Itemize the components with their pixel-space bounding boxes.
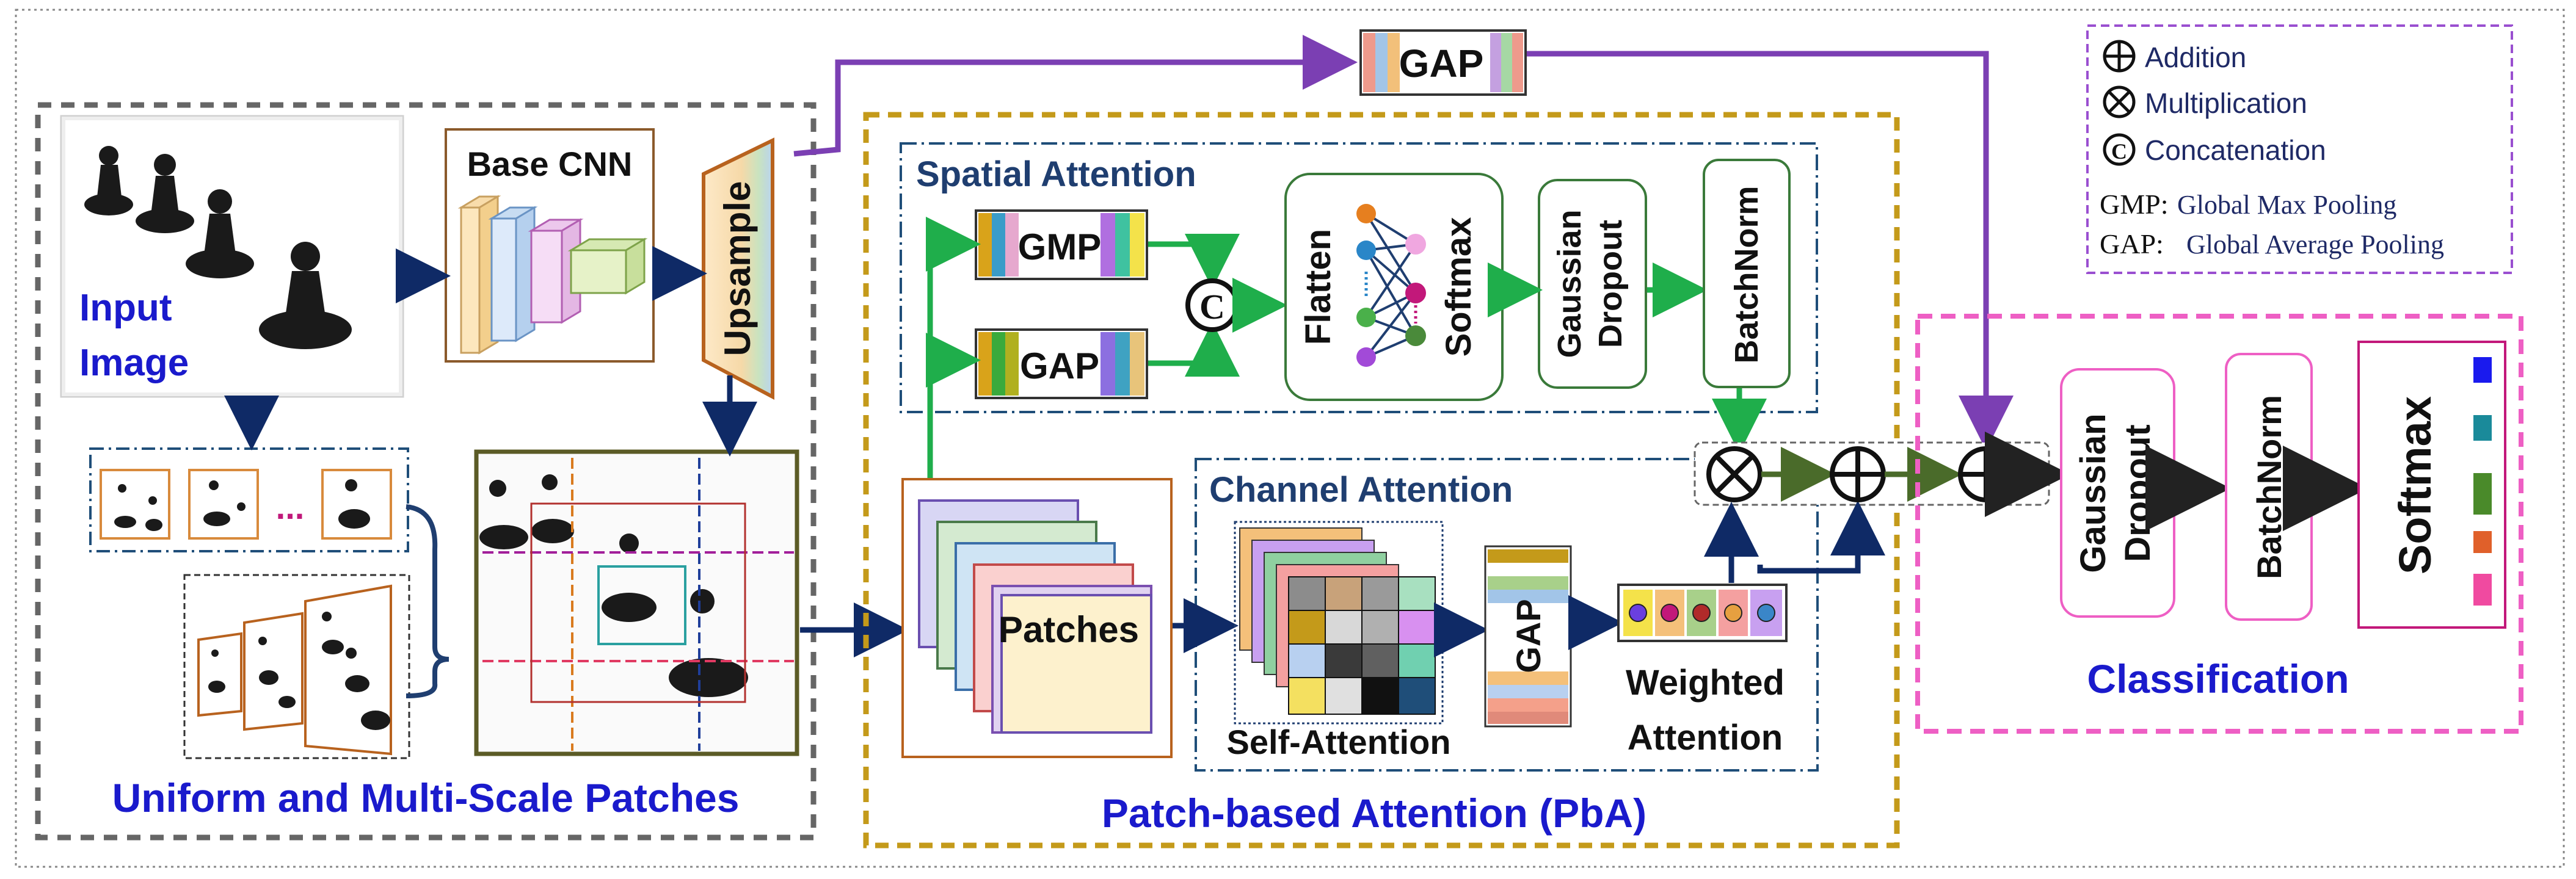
outer-frame (15, 9, 2565, 868)
patches-stack: Patches (901, 478, 1173, 758)
spatial-gap-label: GAP (1020, 345, 1099, 386)
class-batchnorm-label: BatchNorm (2250, 395, 2288, 579)
legend-gap-def: Global Average Pooling (2186, 230, 2444, 259)
self-attention-label: Self-Attention (1226, 723, 1450, 761)
legend-gap-key: GAP: (2100, 228, 2164, 259)
channel-gap-label: GAP (1509, 599, 1548, 673)
legend-multiplication: Multiplication (2145, 87, 2307, 119)
pba-label: Patch-based Attention (PbA) (1102, 790, 1646, 836)
dancers-illustration (84, 146, 352, 349)
arrow-gmp-to-concat (1148, 234, 1240, 289)
multiscale-patches (183, 574, 410, 759)
input-label-line1: Input (79, 287, 172, 329)
class-dropout-block: Gaussian Dropout (2060, 368, 2175, 618)
class-dropout-label-line2: Dropout (2118, 424, 2158, 562)
concat-symbol: C (1185, 278, 1239, 332)
channel-attention-title: Channel Attention (1209, 470, 1513, 510)
legend-concatenation: Concatenation (2145, 134, 2326, 166)
class-softmax-label: Softmax (2390, 396, 2440, 574)
upsample-block: Upsample (702, 137, 774, 400)
cnn-layers (457, 195, 648, 355)
spatial-dropout-block: Gaussian Dropout (1538, 179, 1647, 389)
patches-section-label: Uniform and Multi-Scale Patches (112, 775, 740, 820)
concatenation-icon: C (2103, 133, 2136, 166)
spatial-dropout-label-line2: Dropout (1592, 220, 1629, 348)
spatial-attention-title: Spatial Attention (916, 154, 1196, 194)
concat-symbol-label: C (1199, 287, 1225, 327)
multiply-op (1706, 446, 1763, 502)
arrow-gap-to-addition (1527, 51, 2014, 450)
legend-gmp-key: GMP: (2100, 189, 2168, 220)
patch-brace (406, 504, 449, 698)
input-image: Input Image (60, 115, 404, 398)
base-cnn: Base CNN (445, 128, 655, 363)
channel-gap-block: GAP (1484, 545, 1572, 728)
spatial-dropout-label-line1: Gaussian (1551, 209, 1588, 358)
top-gap-label: GAP (1399, 42, 1484, 85)
legend-gmp-def: Global Max Pooling (2177, 190, 2396, 220)
spatial-gap-block: GAP (975, 328, 1148, 399)
patches-label: Patches (999, 609, 1139, 650)
spatial-softmax-label: Softmax (1439, 217, 1479, 357)
upsample-label: Upsample (717, 181, 758, 356)
spatial-batchnorm-block: BatchNorm (1703, 159, 1791, 388)
uniform-patches: ... (89, 447, 409, 552)
patch-grid-image (474, 449, 799, 756)
input-label-line2: Image (79, 342, 189, 384)
output-class-bars (2473, 357, 2492, 606)
self-attention-grid: Self-Attention (1226, 521, 1451, 761)
class-batchnorm-block: BatchNorm (2225, 353, 2313, 621)
flatten-label: Flatten (1298, 229, 1338, 345)
channel-title-mask (1197, 464, 1582, 516)
legend-concat-symbol: C (2111, 139, 2127, 164)
patch-extraction-section (35, 102, 817, 841)
arrow-gap-to-concat (1148, 322, 1240, 377)
class-dropout-label-line1: Gaussian (2073, 413, 2113, 573)
legend: Addition Multiplication C Concatenation … (2086, 24, 2513, 274)
spatial-attention-box (900, 142, 1818, 413)
base-cnn-label: Base CNN (467, 145, 633, 183)
arrow-upsample-to-gap (793, 35, 1358, 157)
flatten-softmax-block: Flatten Softmax (1284, 173, 1504, 401)
gmp-label: GMP (1018, 226, 1102, 267)
gmp-block: GMP (975, 209, 1148, 280)
weighted-label-line2: Attention (1628, 718, 1783, 758)
arrow-weighted-to-addition (1757, 501, 1885, 574)
addition-op-2 (1958, 446, 2014, 502)
spatial-batchnorm-label: BatchNorm (1728, 186, 1765, 363)
weighted-label-line1: Weighted (1626, 663, 1785, 703)
weighted-attention-block: Weighted Attention (1617, 584, 1788, 758)
channel-attention-box (1195, 458, 1819, 772)
top-gap-block: GAP (1359, 29, 1527, 96)
arrow-patches-to-gmp (926, 217, 981, 479)
addition-icon (2103, 40, 2136, 73)
multiplication-icon (2103, 85, 2136, 118)
classification-label: Classification (2087, 656, 2349, 701)
patches-ellipsis: ... (276, 488, 305, 526)
classification-section (1915, 314, 2523, 734)
addition-op-1 (1830, 446, 1886, 502)
legend-addition: Addition (2145, 42, 2246, 73)
